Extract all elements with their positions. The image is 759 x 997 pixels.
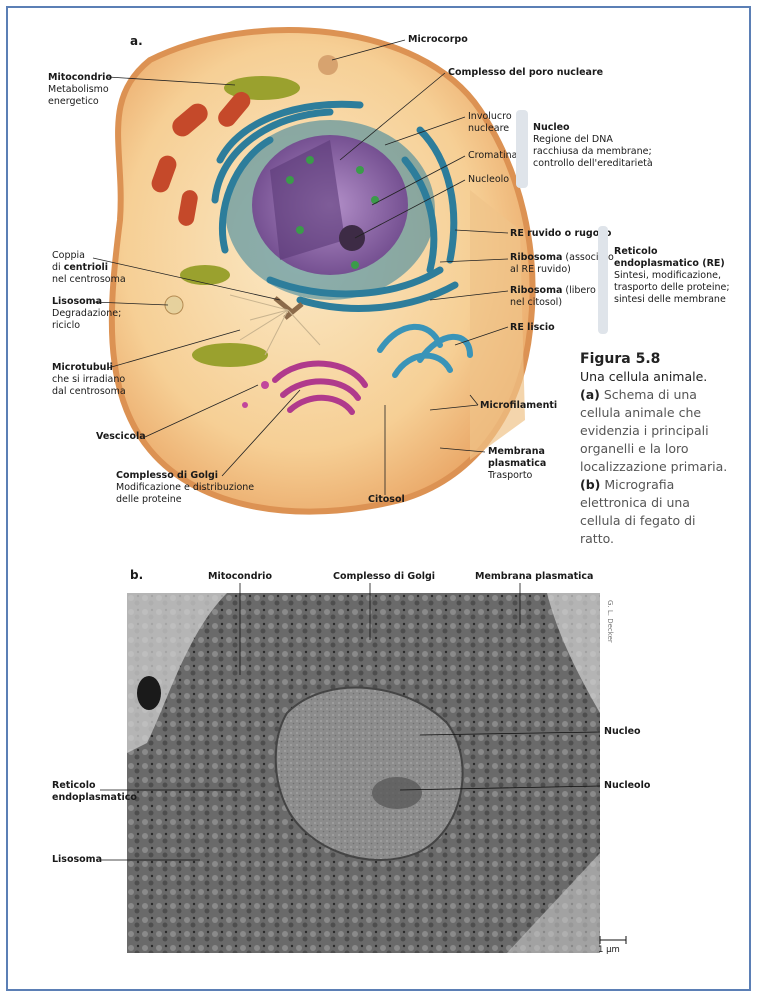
label-nucleo-b: Nucleo	[604, 726, 641, 738]
label-re-ruvido: RE ruvido o rugoso	[510, 228, 611, 240]
label-microcorpo: Microcorpo	[408, 34, 468, 46]
label-lisosoma-a: Lisosoma Degradazione; riciclo	[52, 296, 121, 332]
label-poro-nucleare: Complesso del poro nucleare	[448, 67, 603, 79]
figure-caption: Figura 5.8 Una cellula animale. (a) Sche…	[580, 350, 730, 548]
caption-body: (a) Schema di una cellula animale che ev…	[580, 386, 730, 548]
caption-subtitle: Una cellula animale.	[580, 368, 730, 386]
nucleolus-shape	[339, 225, 365, 251]
nucleo-bracket	[516, 110, 528, 188]
label-ribosoma-libero: Ribosoma (libero nel citosol)	[510, 285, 596, 309]
label-reticolo-a: Reticolo endoplasmatico (RE) Sintesi, mo…	[614, 246, 730, 306]
label-mitocondrio-b: Mitocondrio	[208, 571, 272, 583]
label-membrana-b: Membrana plasmatica	[475, 571, 593, 583]
label-nucleo-a: Nucleo Regione del DNA racchiusa da memb…	[533, 122, 653, 170]
label-re-liscio: RE liscio	[510, 322, 555, 334]
micrograph-leaders	[0, 560, 759, 980]
scale-bar	[600, 936, 626, 944]
label-membrana-a: Membrana plasmatica Trasporto	[488, 446, 546, 482]
caption-title: Figura 5.8	[580, 350, 730, 368]
label-reticolo-b: Reticolo endoplasmatico	[52, 780, 137, 804]
label-cromatina: Cromatina	[468, 150, 517, 162]
label-microtubuli: Microtubuli che si irradiano dal centros…	[52, 362, 126, 398]
label-lisosoma-b: Lisosoma	[52, 854, 102, 866]
label-microfilamenti: Microfilamenti	[480, 400, 557, 412]
label-nucleolo-a: Nucleolo	[468, 174, 509, 186]
label-centrioli: Coppia di centrioli nel centrosoma	[52, 250, 126, 286]
label-golgi-b: Complesso di Golgi	[333, 571, 435, 583]
label-involucro: Involucro nucleare	[468, 111, 512, 135]
panel-a-letter: a.	[130, 34, 143, 48]
label-vescicola: Vescicola	[96, 431, 146, 443]
label-mitocondrio: Mitocondrio Metabolismo energetico	[48, 72, 112, 108]
label-citosol: Citosol	[368, 494, 405, 506]
scale-bar-label: 1 μm	[598, 945, 620, 955]
reticolo-bracket	[598, 226, 608, 334]
label-golgi-a: Complesso di Golgi Modificazione e distr…	[116, 470, 254, 506]
microbody-shape	[318, 55, 338, 75]
label-nucleolo-b: Nucleolo	[604, 780, 650, 792]
